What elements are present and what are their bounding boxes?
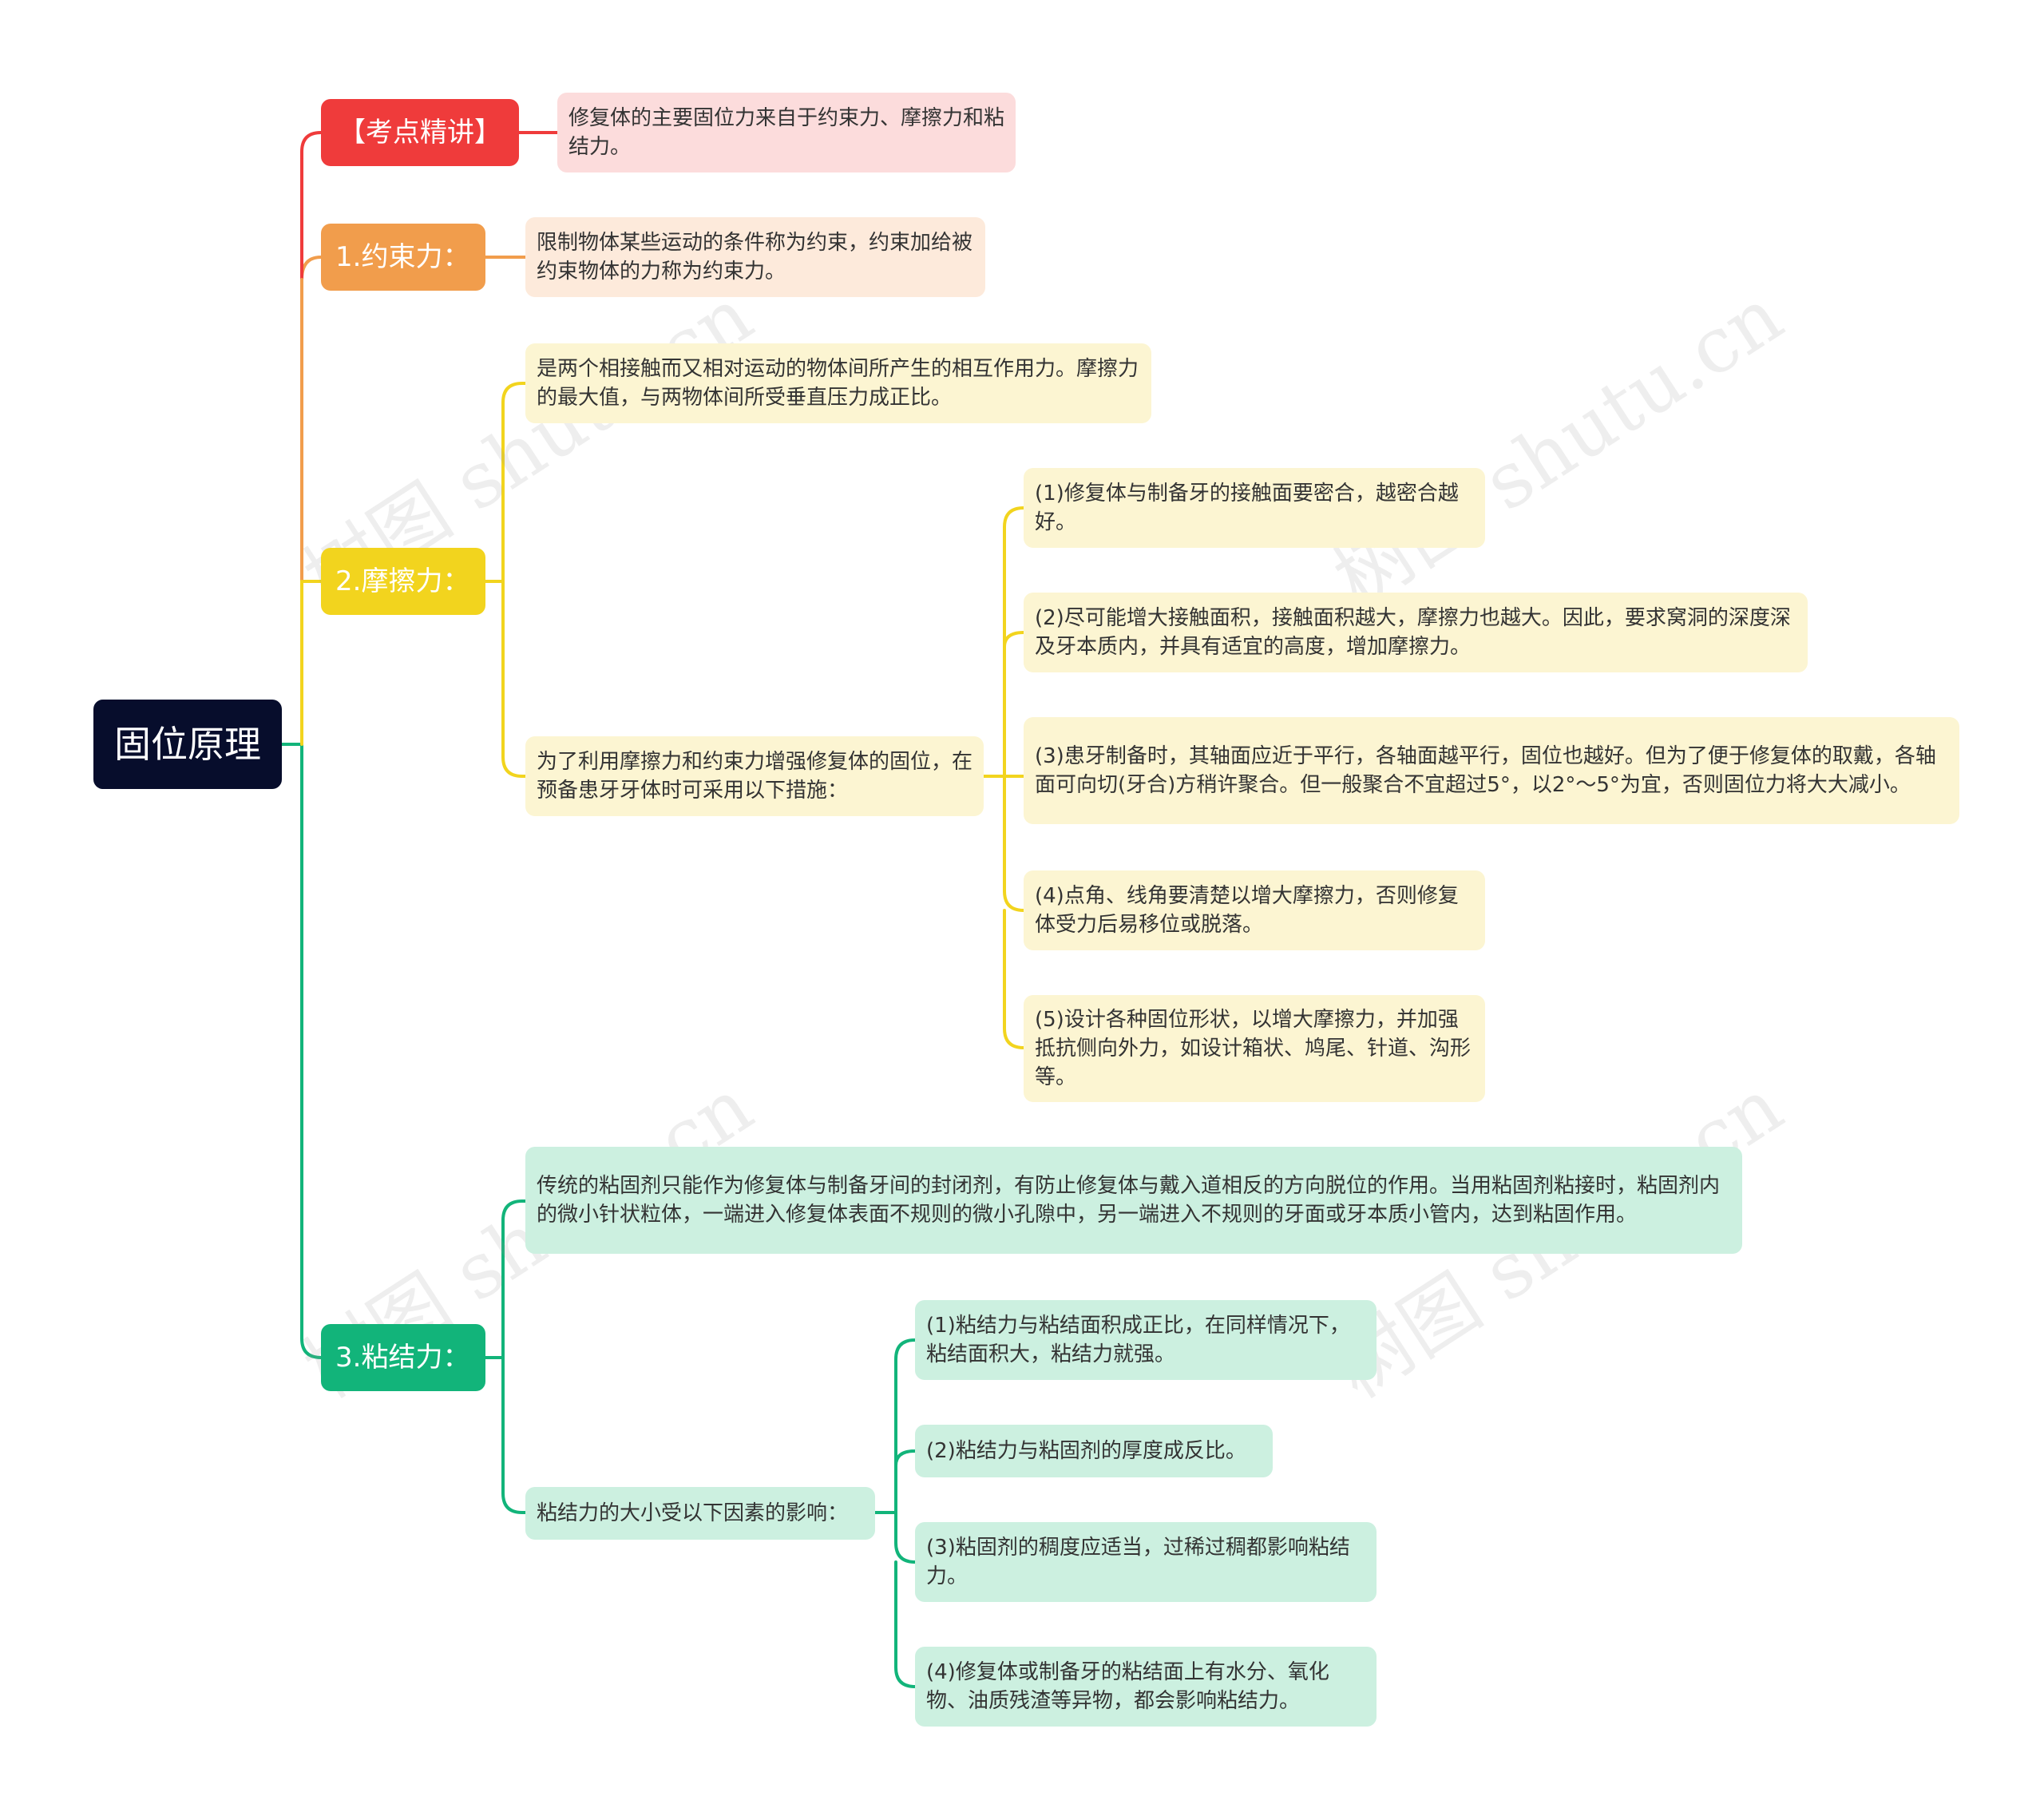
factor-text: (3)粘固剂的稠度应适当，过稀过稠都影响粘结力。 bbox=[926, 1536, 1350, 1588]
topic-connector bbox=[501, 580, 527, 778]
factor-item[interactable]: (4)修复体或制备牙的粘结面上有水分、氧化物、油质残渣等异物，都会影响粘结力。 bbox=[915, 1647, 1377, 1727]
measure-item[interactable]: (4)点角、线角要清楚以增大摩擦力，否则修复体受力后易移位或脱落。 bbox=[1024, 870, 1485, 950]
factor-connector bbox=[894, 1511, 917, 1564]
topic-text: 修复体的主要固位力来自于约束力、摩擦力和粘结力。 bbox=[568, 106, 1005, 159]
topic-friction-measures[interactable]: 为了利用摩擦力和约束力增强修复体的固位，在预备患牙牙体时可采用以下措施： bbox=[525, 736, 984, 816]
factor-connector bbox=[894, 1560, 917, 1688]
measure-text: (1)修复体与制备牙的接触面要密合，越密合越好。 bbox=[1035, 482, 1459, 534]
topic-text: 粘结力的大小受以下因素的影响： bbox=[537, 1501, 849, 1525]
measure-text: (5)设计各种固位形状，以增大摩擦力，并加强抵抗侧向外力，如设计箱状、鸠尾、针道… bbox=[1035, 1008, 1472, 1089]
topic-bonding-factors[interactable]: 粘结力的大小受以下因素的影响： bbox=[525, 1487, 875, 1540]
measure-connector bbox=[1003, 631, 1025, 648]
branch-bonding-force[interactable]: 3.粘结力： bbox=[321, 1324, 485, 1391]
branch-label: 1.约束力： bbox=[335, 241, 470, 273]
factor-text: (1)粘结力与粘结面积成正比，在同样情况下，粘结面积大，粘结力就强。 bbox=[926, 1314, 1350, 1366]
measure-item[interactable]: (2)尽可能增大接触面积，接触面积越大，摩擦力也越大。因此，要求窝洞的深度深及牙… bbox=[1024, 593, 1808, 672]
factor-text: (2)粘结力与粘固剂的厚度成反比。 bbox=[926, 1439, 1246, 1463]
factor-item[interactable]: (2)粘结力与粘固剂的厚度成反比。 bbox=[915, 1425, 1273, 1477]
factor-item[interactable]: (3)粘固剂的稠度应适当，过稀过稠都影响粘结力。 bbox=[915, 1522, 1377, 1602]
measure-connector bbox=[1003, 775, 1025, 912]
root-topic[interactable]: 固位原理 bbox=[93, 700, 282, 789]
factor-text: (4)修复体或制备牙的粘结面上有水分、氧化物、油质残渣等异物，都会影响粘结力。 bbox=[926, 1660, 1329, 1713]
branch-friction-force[interactable]: 2.摩擦力： bbox=[321, 548, 485, 615]
branch-key-points[interactable]: 【考点精讲】 bbox=[321, 99, 519, 166]
branch-connector bbox=[300, 256, 323, 281]
factor-connector bbox=[894, 1338, 917, 1514]
measure-item[interactable]: (1)修复体与制备牙的接触面要密合，越密合越好。 bbox=[1024, 468, 1485, 548]
branch-label: 2.摩擦力： bbox=[335, 565, 470, 597]
branch-label: 3.粘结力： bbox=[335, 1342, 470, 1374]
measure-text: (2)尽可能增大接触面积，接触面积越大，摩擦力也越大。因此，要求窝洞的深度深及牙… bbox=[1035, 606, 1791, 659]
measure-item[interactable]: (5)设计各种固位形状，以增大摩擦力，并加强抵抗侧向外力，如设计箱状、鸠尾、针道… bbox=[1024, 995, 1485, 1102]
measure-item[interactable]: (3)患牙制备时，其轴面应近于平行，各轴面越平行，固位也越好。但为了便于修复体的… bbox=[1024, 717, 1959, 824]
topic-text: 为了利用摩擦力和约束力增强修复体的固位，在预备患牙牙体时可采用以下措施： bbox=[537, 750, 973, 803]
measure-connector bbox=[1003, 909, 1025, 1049]
factor-item[interactable]: (1)粘结力与粘结面积成正比，在同样情况下，粘结面积大，粘结力就强。 bbox=[915, 1300, 1377, 1380]
branch-constraint-force[interactable]: 1.约束力： bbox=[321, 224, 485, 291]
measure-text: (4)点角、线角要清楚以增大摩擦力，否则修复体受力后易移位或脱落。 bbox=[1035, 884, 1459, 937]
factor-connector bbox=[894, 1449, 917, 1467]
topic-key-points-summary[interactable]: 修复体的主要固位力来自于约束力、摩擦力和粘结力。 bbox=[557, 93, 1016, 172]
measure-connector bbox=[1003, 506, 1025, 778]
branch-label: 【考点精讲】 bbox=[339, 117, 501, 149]
measure-text: (3)患牙制备时，其轴面应近于平行，各轴面越平行，固位也越好。但为了便于修复体的… bbox=[1035, 744, 1936, 797]
topic-bonding-definition[interactable]: 传统的粘固剂只能作为修复体与制备牙间的封闭剂，有防止修复体与戴入道相反的方向脱位… bbox=[525, 1147, 1742, 1254]
topic-connector bbox=[501, 382, 527, 583]
topic-text: 限制物体某些运动的条件称为约束，约束加给被约束物体的力称为约束力。 bbox=[537, 231, 973, 283]
topic-connector bbox=[501, 1199, 527, 1359]
topic-friction-definition[interactable]: 是两个相接触而又相对运动的物体间所产生的相互作用力。摩擦力的最大值，与两物体间所… bbox=[525, 343, 1151, 423]
root-topic-label: 固位原理 bbox=[114, 723, 261, 766]
branch-connector bbox=[300, 131, 323, 746]
topic-text: 是两个相接触而又相对运动的物体间所产生的相互作用力。摩擦力的最大值，与两物体间所… bbox=[537, 357, 1139, 410]
topic-connector bbox=[501, 1356, 527, 1514]
topic-constraint-definition[interactable]: 限制物体某些运动的条件称为约束，约束加给被约束物体的力称为约束力。 bbox=[525, 217, 985, 297]
topic-text: 传统的粘固剂只能作为修复体与制备牙间的封闭剂，有防止修复体与戴入道相反的方向脱位… bbox=[537, 1174, 1721, 1227]
branch-connector bbox=[300, 743, 323, 1359]
